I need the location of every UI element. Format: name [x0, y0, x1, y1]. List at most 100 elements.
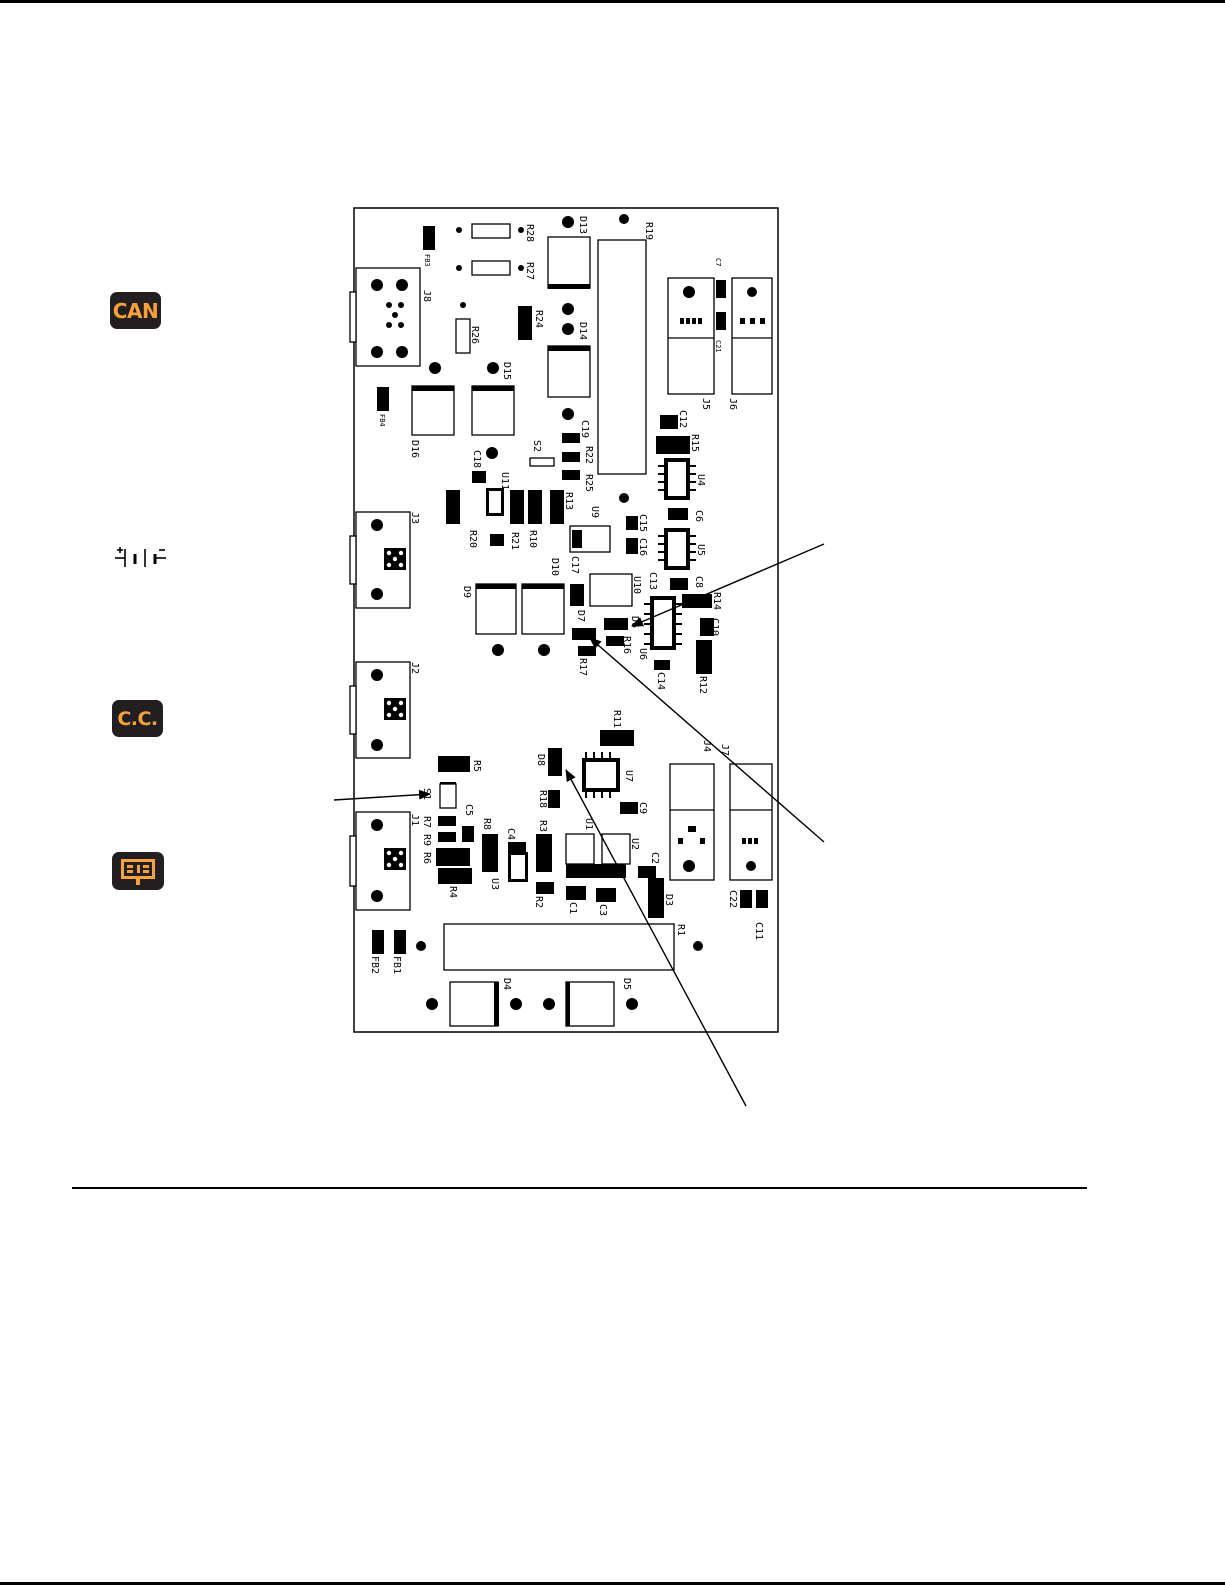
- can-bus-icon: CAN: [110, 292, 161, 329]
- constant-current-icon: C.C.: [112, 700, 163, 737]
- designator-d3: D3: [663, 894, 674, 906]
- designator-r19: R19: [643, 222, 654, 240]
- designator-j4: J4: [701, 740, 712, 752]
- designator-r15: R15: [689, 434, 700, 452]
- designator-c19: C19: [579, 420, 590, 438]
- designator-r24: R24: [533, 310, 544, 328]
- designator-c11: C11: [753, 922, 764, 940]
- designator-r10: R10: [527, 530, 538, 548]
- designator-r6: R6: [421, 852, 432, 864]
- designator-u10: U10: [631, 576, 642, 594]
- designator-d10: D10: [549, 558, 560, 576]
- callout-arrow-s1: [333, 789, 431, 801]
- pcb-layout-diagram: FB3R28R27D13R19J8R26R24D14C7C21J5J6FB4D1…: [333, 207, 825, 1107]
- connector-j6: [731, 277, 773, 395]
- designator-j6: J6: [727, 398, 738, 410]
- designator-j8: J8: [421, 290, 432, 302]
- designator-r17: R17: [577, 658, 588, 676]
- designator-r3: R3: [537, 820, 548, 832]
- designator-r21: R21: [509, 532, 520, 550]
- designator-j7: J7: [719, 744, 730, 756]
- ic-pins: [585, 465, 696, 798]
- designator-u2: U2: [629, 838, 640, 850]
- callout-arrow-d6: [631, 543, 825, 627]
- designator-fb2: FB2: [369, 956, 380, 974]
- designator-d4: D4: [501, 978, 512, 990]
- bottom-rule: [0, 1582, 1225, 1585]
- designator-u11: U11: [499, 472, 510, 490]
- display-panel-icon: [112, 852, 164, 890]
- designator-r4: R4: [447, 886, 458, 898]
- designator-c13: C13: [647, 572, 658, 590]
- designator-d7: D7: [575, 610, 586, 622]
- designator-r5: R5: [471, 760, 482, 772]
- designator-d14: D14: [577, 322, 588, 340]
- designator-c7: C7: [714, 258, 722, 266]
- designator-c9: C9: [637, 802, 648, 814]
- designator-c14: C14: [655, 672, 666, 690]
- designator-s2: S2: [531, 440, 542, 452]
- designator-u6: U6: [637, 648, 648, 660]
- designator-r16: R16: [621, 636, 632, 654]
- device-tabs: [412, 284, 590, 1026]
- connector-pins: [371, 279, 757, 902]
- smd-components: [372, 226, 768, 954]
- connector-j8: [355, 267, 421, 367]
- designator-r8: R8: [481, 818, 492, 830]
- designator-c21: C21: [714, 340, 722, 353]
- callout-arrow-d8: [565, 769, 747, 1107]
- designator-j1: J1: [409, 814, 420, 826]
- designator-c15: C15: [637, 514, 648, 532]
- designator-u9: U9: [589, 506, 600, 518]
- designator-j5: J5: [700, 398, 711, 410]
- designator-c17: C17: [569, 556, 580, 574]
- switch-s1: [439, 457, 555, 809]
- designator-r26: R26: [469, 326, 480, 344]
- connectors: [349, 267, 773, 911]
- connector-j4: [669, 763, 715, 881]
- designator-u5: U5: [695, 544, 706, 556]
- callout-arrow-d7: [589, 637, 825, 843]
- designator-j3: J3: [409, 512, 420, 524]
- designator-d9: D9: [461, 586, 472, 598]
- designator-c1: C1: [567, 902, 578, 914]
- designator-r11: R11: [611, 710, 622, 728]
- designator-r18: R18: [537, 790, 548, 808]
- designator-d8: D8: [535, 754, 546, 766]
- designator-u3: U3: [489, 878, 500, 890]
- designator-c18: C18: [471, 450, 482, 468]
- power-devices: [411, 223, 675, 1027]
- can-icon-label: CAN: [112, 298, 159, 323]
- designator-j2: J2: [409, 662, 420, 674]
- rj45-jacks: [678, 318, 765, 844]
- designator-r7: R7: [421, 816, 432, 828]
- designator-u1: U1: [583, 818, 594, 830]
- cc-icon-label: C.C.: [117, 707, 158, 730]
- designator-c16: C16: [637, 538, 648, 556]
- designator-r28: R28: [524, 224, 535, 242]
- designator-r1: R1: [675, 924, 686, 936]
- designator-c3: C3: [597, 904, 608, 916]
- designator-fb4: FB4: [378, 414, 386, 427]
- callout-arrows: [333, 543, 825, 1107]
- designator-d16: D16: [409, 440, 420, 458]
- designator-r27: R27: [524, 262, 535, 280]
- resistor-r1: [443, 923, 675, 971]
- designator-c10: C10: [709, 618, 720, 636]
- battery-icon: [115, 547, 166, 567]
- designator-fb1: FB1: [391, 956, 402, 974]
- designator-d6: D6: [629, 616, 640, 628]
- designator-d5: D5: [621, 978, 632, 990]
- designator-r23: R23: [445, 496, 456, 514]
- designator-r13: R13: [563, 492, 574, 510]
- designator-fb3: FB3: [423, 254, 431, 267]
- designator-r9: R9: [421, 834, 432, 846]
- designator-c2: C2: [649, 852, 660, 864]
- designator-r14: R14: [711, 592, 722, 610]
- designator-c4: C4: [505, 828, 516, 840]
- section-divider: [72, 1187, 1087, 1189]
- designator-r2: R2: [533, 896, 544, 908]
- designator-r20: R20: [467, 530, 478, 548]
- designator-c5: C5: [463, 804, 474, 816]
